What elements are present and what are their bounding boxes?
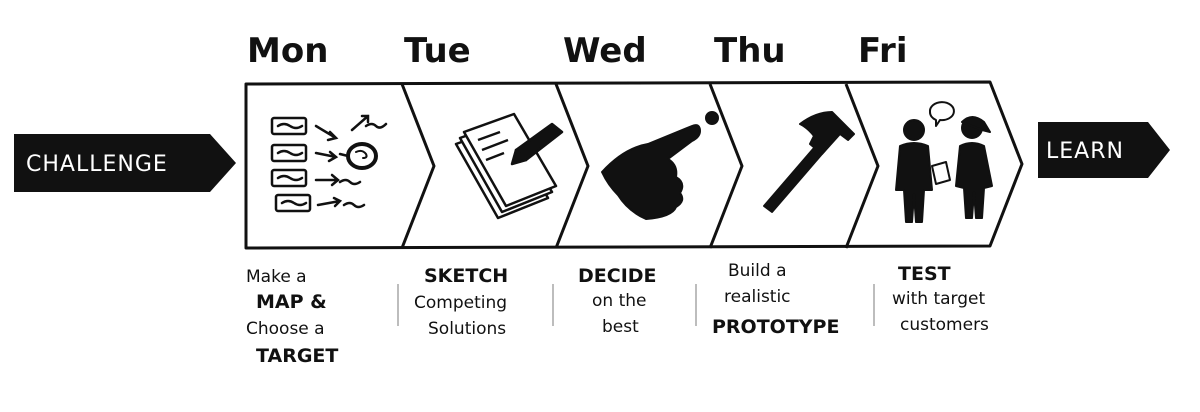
- pointing-hand-icon: [601, 111, 719, 220]
- fri-line-1: TEST: [898, 263, 951, 285]
- thu-line-2: realistic: [724, 287, 791, 307]
- challenge-tag: CHALLENGE: [14, 134, 236, 192]
- stage-divider-3: [708, 83, 744, 249]
- day-label-fri: Fri: [858, 31, 907, 71]
- customers-icon: [895, 101, 993, 223]
- mon-line-4: TARGET: [256, 345, 338, 367]
- step-description-thu: Build a realistic PROTOTYPE: [712, 261, 839, 338]
- day-label-tue: Tue: [404, 31, 471, 71]
- process-band: [244, 80, 1024, 250]
- step-description-tue: SKETCH Competing Solutions: [414, 265, 508, 339]
- hammer-icon: [763, 111, 855, 213]
- stage-divider-2: [554, 83, 590, 249]
- wed-line-1: DECIDE: [578, 265, 657, 287]
- learn-tag-label: LEARN: [1046, 139, 1124, 164]
- wed-line-3: best: [602, 317, 639, 337]
- fri-line-3: customers: [900, 315, 989, 335]
- tue-line-1: SKETCH: [424, 265, 508, 287]
- day-label-wed: Wed: [563, 31, 647, 71]
- mon-line-2: MAP &: [256, 291, 327, 313]
- map-notes-icon: [270, 114, 388, 213]
- fri-line-2: with target: [892, 289, 985, 309]
- step-description-wed: DECIDE on the best: [578, 265, 657, 337]
- step-description-mon: Make a MAP & Choose a TARGET: [246, 267, 338, 367]
- challenge-tag-label: CHALLENGE: [26, 152, 168, 177]
- learn-tag: LEARN: [1038, 122, 1170, 178]
- wed-line-2: on the: [592, 291, 646, 311]
- mon-line-3: Choose a: [246, 319, 325, 339]
- paper-pen-icon: [454, 112, 564, 220]
- step-description-fri: TEST with target customers: [892, 263, 989, 335]
- band-outline: [244, 80, 1024, 250]
- thu-line-3: PROTOTYPE: [712, 316, 839, 338]
- thu-line-1: Build a: [728, 261, 787, 281]
- day-label-thu: Thu: [714, 31, 786, 71]
- mon-line-1: Make a: [246, 267, 307, 287]
- description-separators: [397, 284, 875, 326]
- stage-divider-4: [844, 83, 880, 249]
- tue-line-3: Solutions: [428, 319, 506, 339]
- stage-divider-1: [400, 83, 436, 249]
- tue-line-2: Competing: [414, 293, 507, 313]
- day-label-mon: Mon: [247, 31, 328, 71]
